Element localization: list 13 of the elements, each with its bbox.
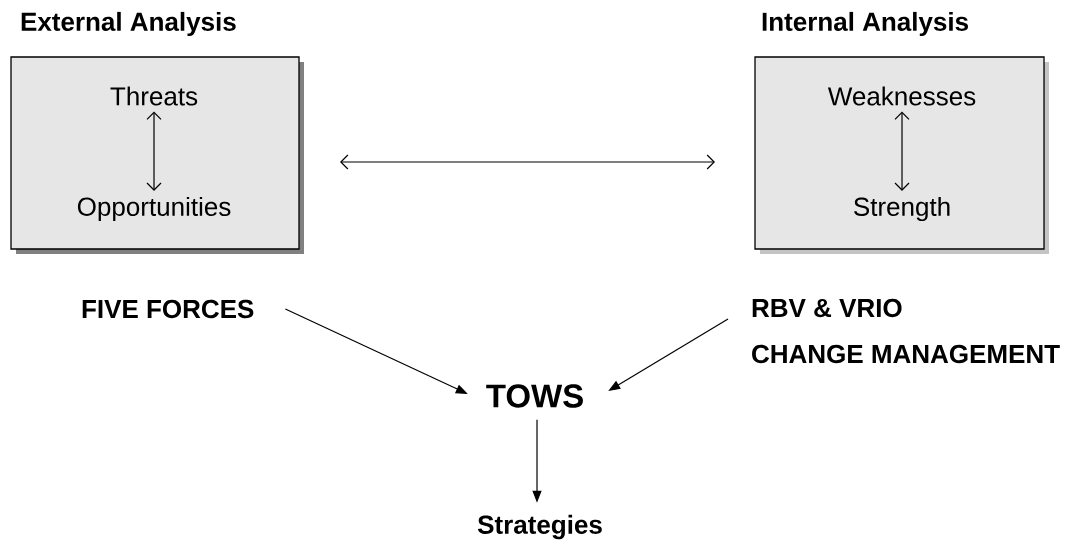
item-text: Opportunities bbox=[77, 196, 231, 222]
item-text: Threats bbox=[110, 86, 198, 106]
arrow bbox=[894, 111, 910, 191]
arrow bbox=[146, 111, 162, 191]
label-text: TOWS bbox=[486, 384, 583, 408]
item-text: Weaknesses bbox=[827, 86, 976, 106]
arrow bbox=[340, 154, 715, 170]
item-text: Strength bbox=[854, 196, 950, 222]
node-label: External Analysis bbox=[21, 11, 236, 37]
node-label: Internal Analysis bbox=[762, 11, 968, 37]
label-text: FIVE FORCES bbox=[82, 299, 254, 319]
label-text: RBV & VRIO CHANGE MANAGEMENT bbox=[752, 298, 1060, 364]
label-text: Strategies bbox=[477, 514, 602, 540]
